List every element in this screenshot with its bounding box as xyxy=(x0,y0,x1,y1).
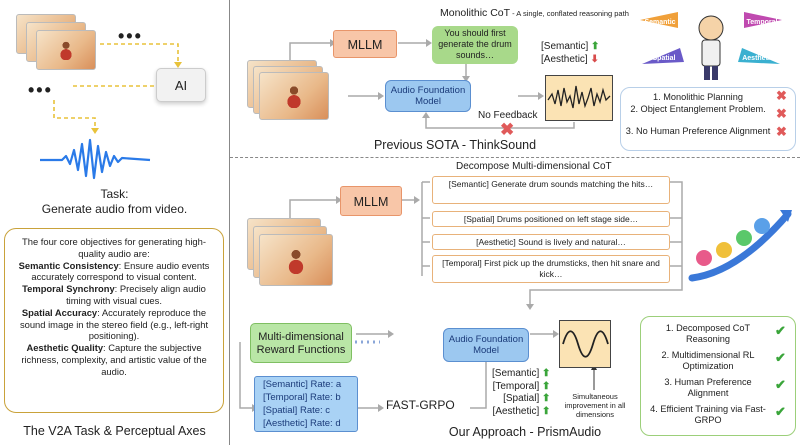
waveform-box-top xyxy=(545,75,613,121)
check-icon: ✔ xyxy=(775,323,786,338)
audio-foundation-model-bottom: Audio Foundation Model xyxy=(443,328,529,362)
rate-aesthetic: [Aesthetic] Rate: d xyxy=(263,418,341,429)
issue-item: 1. Monolithic Planning xyxy=(653,92,743,102)
benefit-item: 4. Efficient Training via Fast-GRPO xyxy=(650,404,766,425)
ai-box: AI xyxy=(156,68,206,102)
video-frame xyxy=(36,30,96,70)
dim-spatial: [Spatial] ⬆ xyxy=(503,393,551,404)
cot-temporal: [Temporal] First pick up the drumsticks,… xyxy=(432,255,670,283)
section-divider-horizontal xyxy=(230,157,800,158)
monolithic-subtitle: - A single, conflated reasoning path xyxy=(510,9,629,18)
video-frame xyxy=(259,234,333,286)
arrow-up-icon: ⬆ xyxy=(591,41,600,52)
close-icon: ✖ xyxy=(776,88,787,103)
close-icon: ✖ xyxy=(776,106,787,121)
benefits-box: 1. Decomposed CoT Reasoning 2. Multidime… xyxy=(640,316,796,436)
close-icon: ✖ xyxy=(500,120,515,139)
arrow-up-icon: ⬆ xyxy=(542,393,551,404)
cot-aesthetic: [Aesthetic] Sound is lively and natural… xyxy=(432,234,670,250)
left-flow-arrows xyxy=(40,43,182,180)
cartoon-label-temporal: Temporal xyxy=(747,19,778,26)
mllm-box-bottom: MLLM xyxy=(340,186,402,216)
confused-figure-icon: Semantic Temporal Spatial Aesthetic xyxy=(640,12,782,80)
climbing-figures-icon xyxy=(688,210,792,282)
arrow-up-icon: ⬆ xyxy=(542,405,551,417)
left-footer: The V2A Task & Perceptual Axes xyxy=(23,424,206,438)
rate-temporal: [Temporal] Rate: b xyxy=(263,392,341,403)
fast-grpo-label: FAST-GRPO xyxy=(386,398,455,412)
cot-semantic: [Semantic] Generate drum sounds matching… xyxy=(432,176,670,204)
arrow-up-icon: ⬆ xyxy=(542,368,551,379)
check-icon: ✔ xyxy=(775,350,786,365)
semantic-tag: [Semantic] ⬆ xyxy=(541,41,600,52)
noisy-waveform-icon xyxy=(547,85,611,109)
benefit-item: 2. Multidimensional RL Optimization xyxy=(661,350,755,371)
ellipsis: ••• xyxy=(118,26,143,46)
objectives-box: The four core objectives for generating … xyxy=(4,228,224,413)
dim-semantic: [Semantic] ⬆ xyxy=(492,368,551,379)
audio-foundation-model-top: Audio Foundation Model xyxy=(385,80,471,112)
rates-box: [Semantic] Rate: a [Temporal] Rate: b [S… xyxy=(254,376,358,432)
dim-aesthetic: [Aesthetic] ⬆ xyxy=(492,405,551,417)
aesthetic-tag: [Aesthetic] ⬇ xyxy=(541,54,599,65)
cot-spatial: [Spatial] Drums positioned on left stage… xyxy=(432,211,670,227)
thinksound-arrows xyxy=(289,39,575,129)
check-icon: ✔ xyxy=(775,377,786,392)
check-icon: ✔ xyxy=(775,404,786,419)
objective-temporal: Temporal Synchrony: Precisely align audi… xyxy=(22,283,206,306)
rate-semantic: [Semantic] Rate: a xyxy=(263,379,342,390)
objective-semantic: Semantic Consistency: Ensure audio event… xyxy=(18,259,210,283)
clean-waveform-icon xyxy=(562,330,609,358)
prismaudio-footer: Our Approach - PrismAudio xyxy=(448,425,602,439)
audio-waveform-icon xyxy=(40,138,151,180)
bottom-dimension-tags: [Semantic] ⬆ [Temporal] ⬆ [Spatial] ⬆ [A… xyxy=(492,368,550,418)
close-icon: ✖ xyxy=(776,124,787,139)
video-frame xyxy=(259,72,329,120)
reward-functions-box: Multi-dimensional Reward Functions xyxy=(250,323,352,363)
arrow-up-icon: ⬆ xyxy=(542,380,551,392)
waveform-box-bottom xyxy=(559,320,611,368)
objectives-intro: The four core objectives for generating … xyxy=(22,236,206,259)
cartoon-label-spatial: Spatial xyxy=(653,55,676,62)
monolithic-title-main: Monolithic CoT xyxy=(440,7,511,19)
rate-spatial: [Spatial] Rate: c xyxy=(263,405,331,416)
arrow-down-icon: ⬇ xyxy=(590,54,599,65)
mllm-box-top: MLLM xyxy=(333,30,397,58)
thinksound-footer: Previous SOTA - ThinkSound xyxy=(373,138,537,152)
section-divider-vertical xyxy=(229,0,230,445)
objective-spatial: Spatial Accuracy: Accurately reproduce t… xyxy=(19,306,209,342)
ellipsis: ••• xyxy=(28,80,53,100)
simultaneous-note: Simultaneous improvement in all dimensio… xyxy=(564,392,626,419)
issues-box: 1. Monolithic Planning 2. Object Entangl… xyxy=(620,87,796,151)
task-title: Task: xyxy=(100,187,129,201)
dim-temporal: [Temporal] ⬆ xyxy=(492,380,551,392)
decompose-title: Decompose Multi-dimensional CoT xyxy=(456,161,612,172)
benefit-item: 3. Human Preference Alignment xyxy=(664,377,752,398)
cot-bubble: You should first generate the drum sound… xyxy=(432,26,518,64)
objective-aesthetic: Aesthetic Quality: Capture the subjectiv… xyxy=(21,342,207,377)
task-text: Generate audio from video. xyxy=(41,202,188,216)
top-dimension-tags: [Semantic] ⬆ [Aesthetic] ⬇ xyxy=(541,40,599,66)
monolithic-title: Monolithic CoT - A single, conflated rea… xyxy=(440,7,629,19)
no-feedback-label: No Feedback xyxy=(478,110,538,121)
cartoon-label-aesthetic: Aesthetic xyxy=(742,55,774,62)
cartoon-label-semantic: Semantic xyxy=(644,19,675,26)
benefit-item: 1. Decomposed CoT Reasoning xyxy=(665,323,751,344)
task-heading: Task: Generate audio from video. xyxy=(0,187,229,217)
issue-item: 3. No Human Preference Alignment xyxy=(625,126,771,136)
issue-item: 2. Object Entanglement Problem. xyxy=(630,104,766,114)
